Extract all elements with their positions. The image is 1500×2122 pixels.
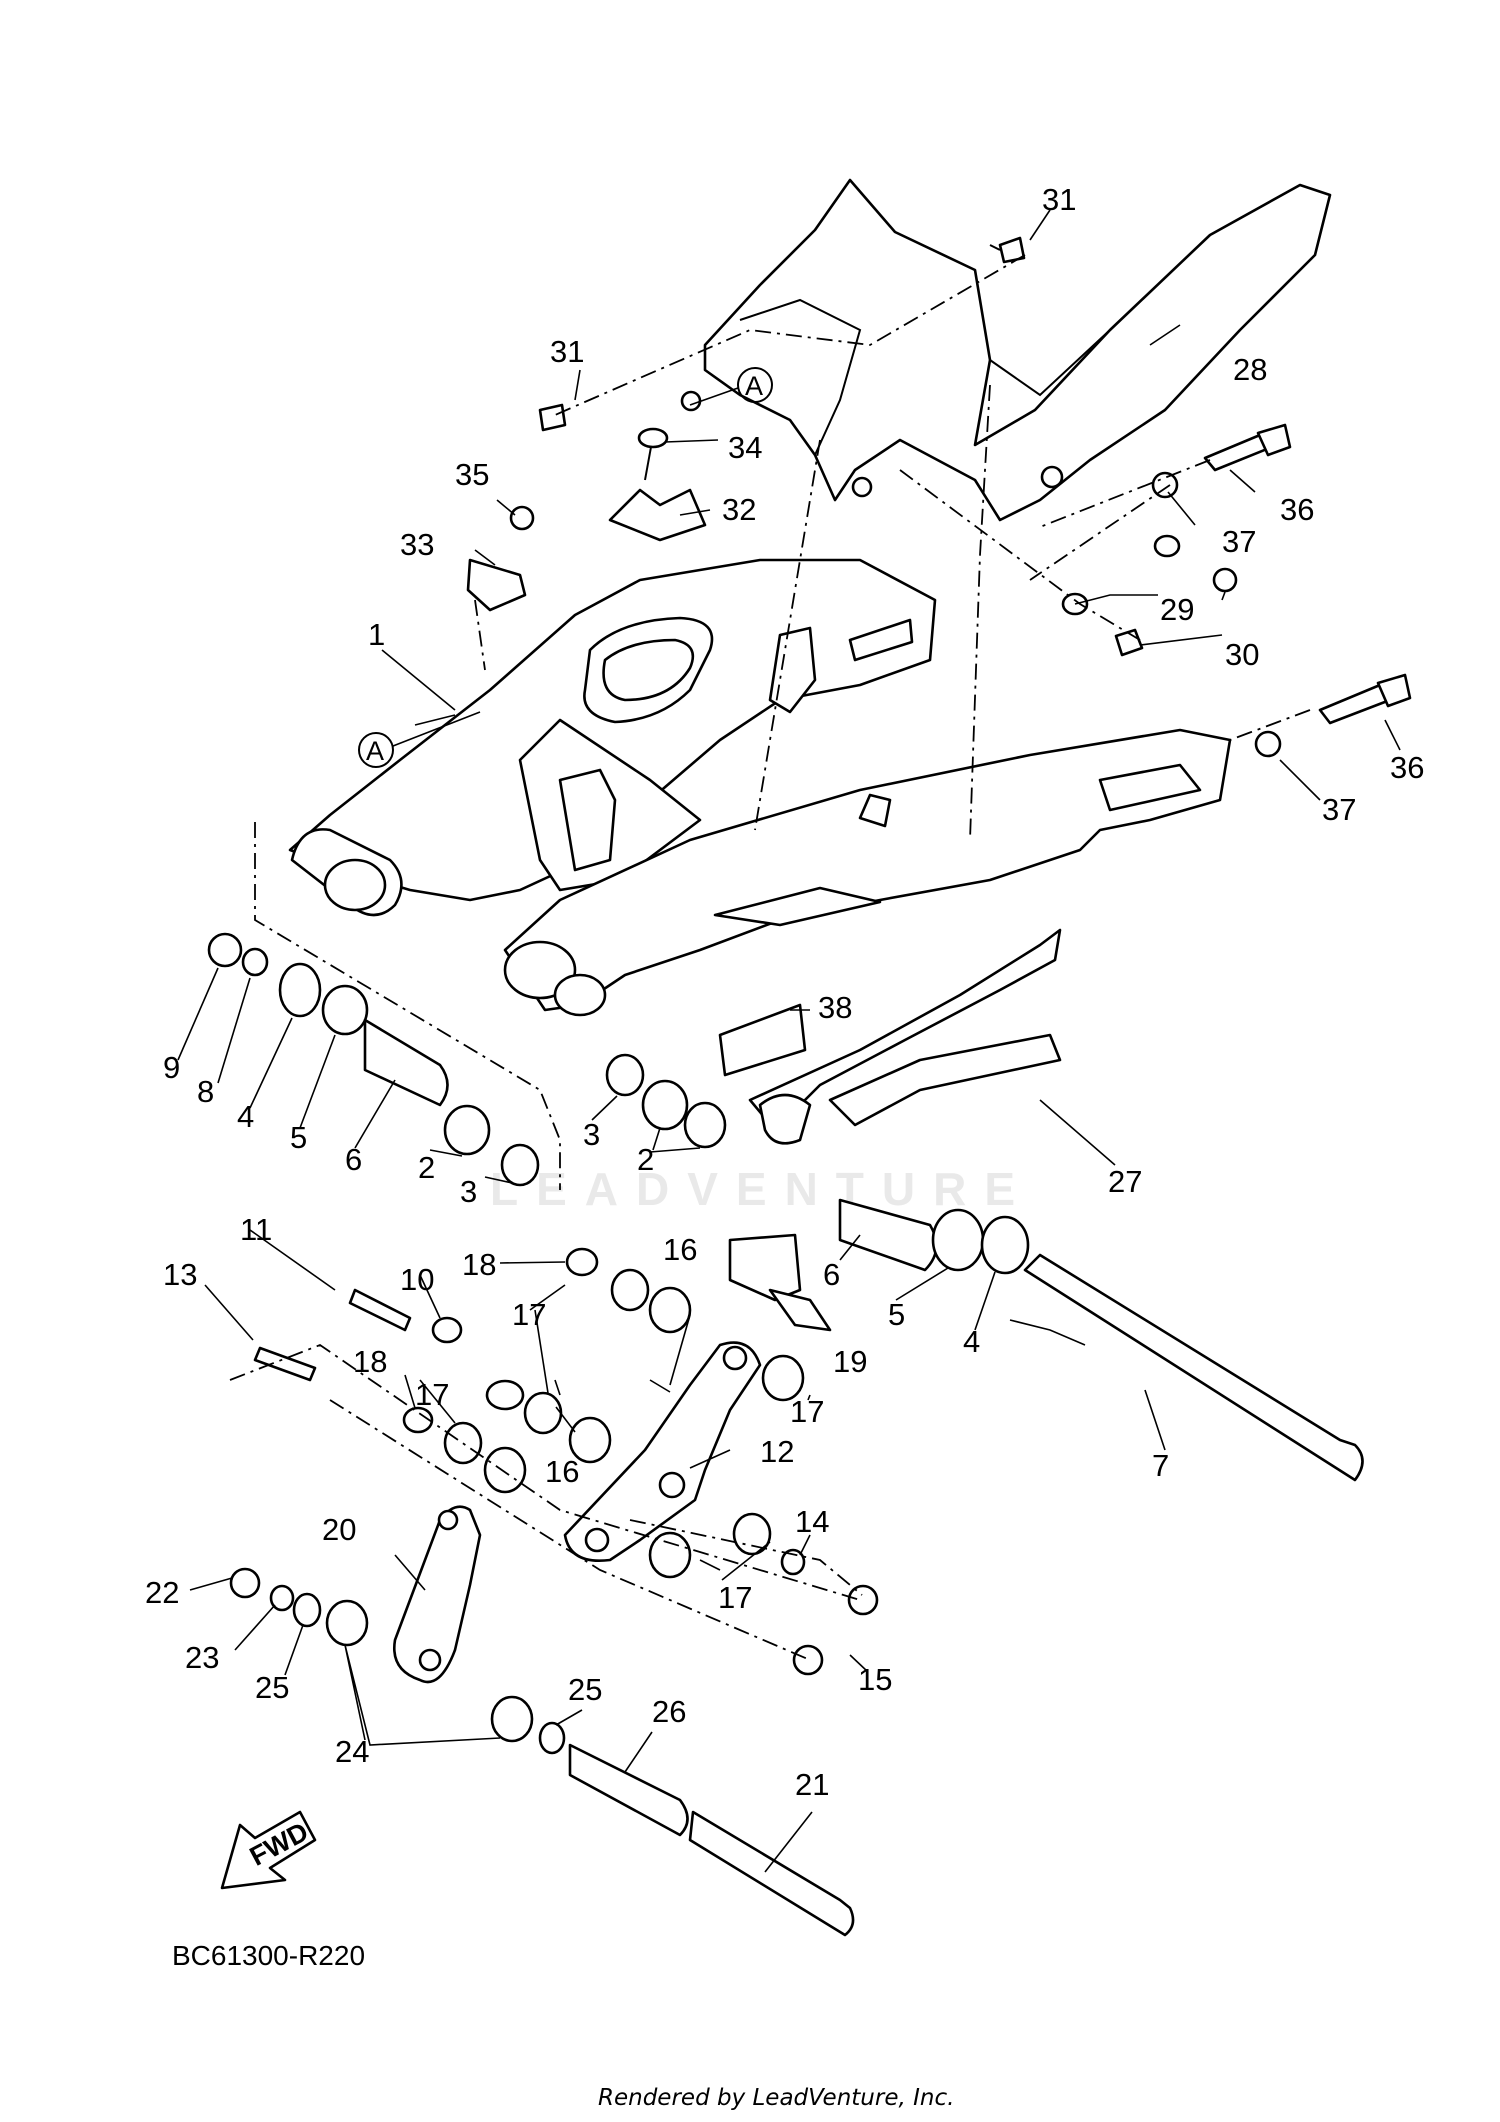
callout-37: 37 bbox=[1322, 792, 1356, 827]
callout-22: 22 bbox=[145, 1575, 179, 1610]
connecting-rod bbox=[392, 1505, 482, 1684]
callout-8: 8 bbox=[197, 1074, 214, 1109]
callout-25: 25 bbox=[568, 1672, 602, 1707]
ref-mark-a-upper: A bbox=[737, 367, 773, 403]
forward-direction-arrow: FWD bbox=[220, 1810, 317, 1890]
callout-36: 36 bbox=[1280, 492, 1314, 527]
callout-31: 31 bbox=[550, 334, 584, 369]
rear-fender-chain-guard bbox=[680, 178, 1332, 522]
callout-18: 18 bbox=[353, 1344, 387, 1379]
svg-text:A: A bbox=[366, 736, 384, 766]
chain-guide-assembly bbox=[728, 928, 1062, 1332]
dash-lines bbox=[229, 254, 1311, 1661]
callout-4: 4 bbox=[963, 1324, 980, 1359]
callout-18: 18 bbox=[462, 1247, 496, 1282]
callout-21: 21 bbox=[795, 1767, 829, 1802]
callout-7: 7 bbox=[1152, 1448, 1169, 1483]
callout-20: 20 bbox=[322, 1512, 356, 1547]
ref-mark-a-lower: A bbox=[358, 732, 394, 768]
callout-1: 1 bbox=[368, 617, 385, 652]
callout-29: 29 bbox=[1160, 592, 1194, 627]
callout-31: 31 bbox=[1042, 182, 1076, 217]
callout-23: 23 bbox=[185, 1640, 219, 1675]
callout-5: 5 bbox=[888, 1297, 905, 1332]
callout-33: 33 bbox=[400, 527, 434, 562]
svg-text:A: A bbox=[745, 371, 763, 401]
hardware bbox=[509, 236, 1412, 1077]
callout-11: 11 bbox=[240, 1212, 272, 1247]
callout-17: 17 bbox=[718, 1580, 752, 1615]
callout-17: 17 bbox=[512, 1297, 546, 1332]
callout-6: 6 bbox=[823, 1257, 840, 1292]
callout-19: 19 bbox=[833, 1344, 867, 1379]
callout-13: 13 bbox=[163, 1257, 197, 1292]
callout-2: 2 bbox=[418, 1150, 435, 1185]
callout-38: 38 bbox=[818, 990, 852, 1025]
callout-24: 24 bbox=[335, 1734, 369, 1769]
callout-15: 15 bbox=[858, 1662, 892, 1697]
callout-3: 3 bbox=[460, 1174, 477, 1209]
callout-10: 10 bbox=[400, 1262, 434, 1297]
callout-4: 4 bbox=[237, 1099, 254, 1134]
callout-3: 3 bbox=[583, 1117, 600, 1152]
callout-16: 16 bbox=[545, 1454, 579, 1489]
callout-5: 5 bbox=[290, 1120, 307, 1155]
pivot-stack-left bbox=[207, 932, 727, 1187]
leader-lines bbox=[177, 209, 1401, 1873]
callout-12: 12 bbox=[760, 1434, 794, 1469]
watermark: LEADVENTURE bbox=[490, 1163, 1033, 1215]
callout-27: 27 bbox=[1108, 1164, 1142, 1199]
callout-17: 17 bbox=[415, 1377, 449, 1412]
callout-34: 34 bbox=[728, 430, 762, 465]
callout-16: 16 bbox=[663, 1232, 697, 1267]
callout-37: 37 bbox=[1222, 524, 1256, 559]
render-credit: Rendered by LeadVenture, Inc. bbox=[598, 2085, 954, 2111]
callout-labels: 1 2 2 3 3 3 4 4 5 5 6 6 7 8 9 10 11 12 1… bbox=[145, 182, 1424, 1802]
callout-25: 25 bbox=[255, 1670, 289, 1705]
callout-6: 6 bbox=[345, 1142, 362, 1177]
swingarm bbox=[288, 558, 1232, 1017]
diagram-code: BC61300-R220 bbox=[172, 1940, 365, 1971]
callout-28: 28 bbox=[1233, 352, 1267, 387]
callout-17: 17 bbox=[790, 1394, 824, 1429]
callout-36: 36 bbox=[1390, 750, 1424, 785]
pivot-stack-right bbox=[838, 1198, 1364, 1482]
callout-26: 26 bbox=[652, 1694, 686, 1729]
callout-35: 35 bbox=[455, 457, 489, 492]
callout-32: 32 bbox=[722, 492, 756, 527]
callout-2: 2 bbox=[637, 1142, 654, 1177]
callout-9: 9 bbox=[163, 1050, 180, 1085]
linkage-hardware bbox=[229, 1247, 879, 1937]
callout-30: 30 bbox=[1225, 637, 1259, 672]
callout-14: 14 bbox=[795, 1504, 829, 1539]
